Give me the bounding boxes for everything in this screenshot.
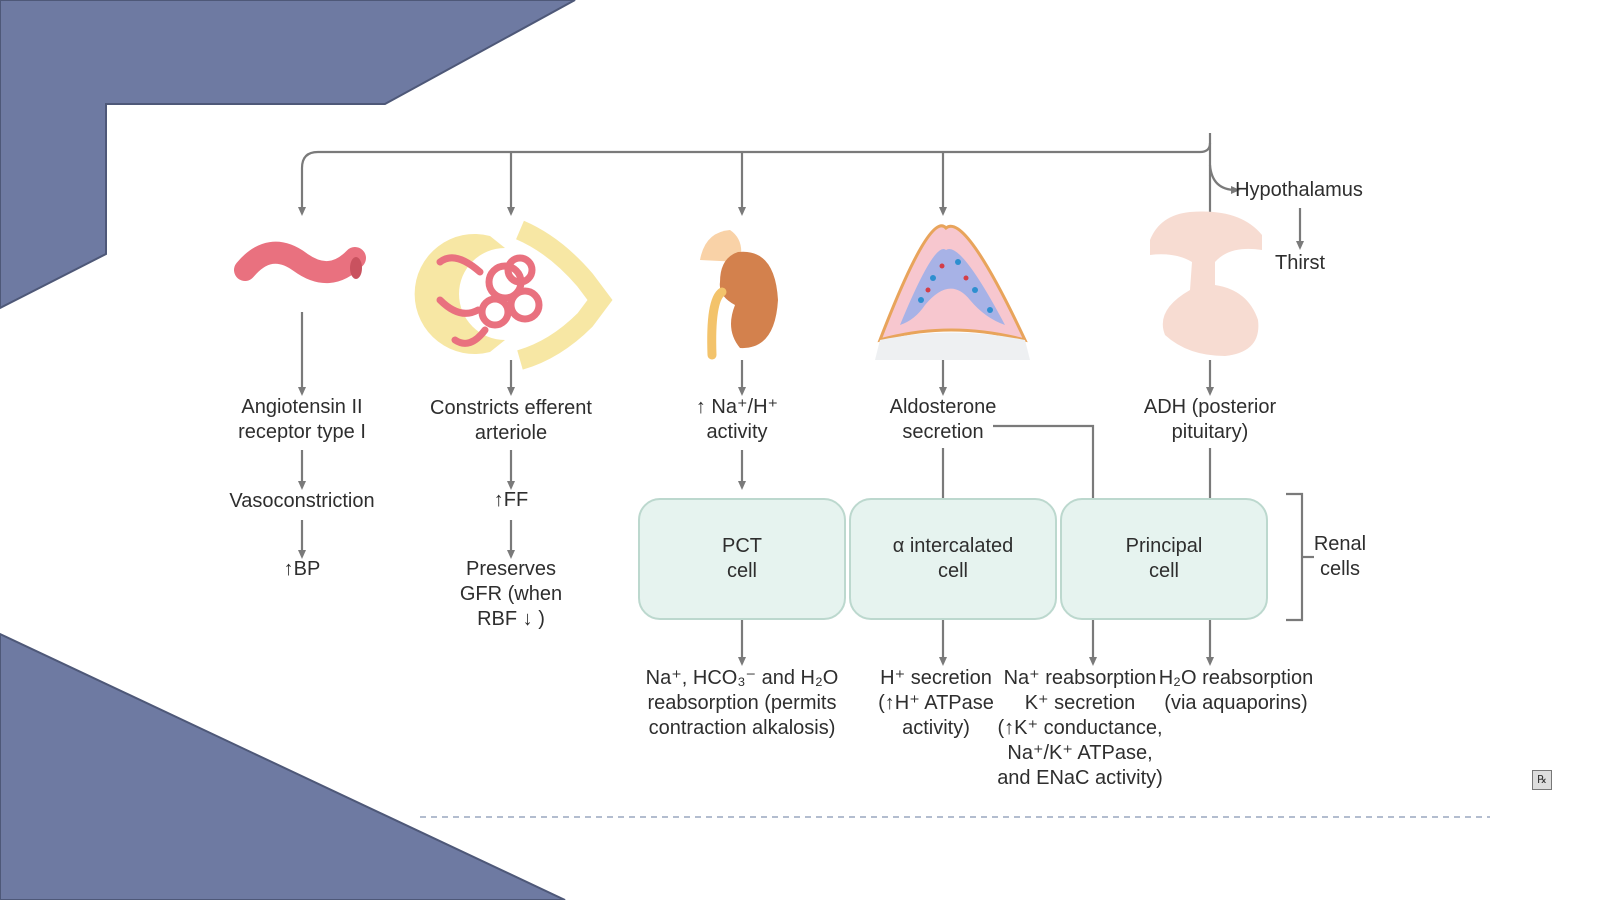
alpha-intercalated-cell-box: α intercalated cell	[849, 498, 1057, 620]
adrenal-cortex-icon	[875, 224, 1030, 360]
vasoconstriction-label: Vasoconstriction	[229, 490, 375, 512]
na-h-activity-label: ↑ Na⁺/H⁺activity	[695, 396, 779, 443]
increased-ff-label: ↑FF	[493, 489, 529, 511]
kidney-adrenal-icon	[700, 230, 778, 360]
thirst-label: Thirst	[1275, 252, 1325, 274]
principal-cell-box: Principal cell	[1060, 498, 1268, 620]
alpha-cell-label-2: cell	[937, 560, 968, 582]
pct-cell-box: PCT cell	[638, 498, 846, 620]
pct-cell-label-2: cell	[726, 560, 757, 582]
pct-cell-label-1: PCT	[722, 535, 762, 557]
principal-cell-label-1: Principal	[1125, 535, 1203, 557]
top-distribution-arrows	[298, 133, 1304, 250]
adh-effect-label: H₂O reabsorption(via aquaporins)	[1158, 667, 1314, 714]
rx-badge-icon: ℞	[1532, 770, 1552, 790]
pituitary-icon	[1150, 211, 1262, 356]
increased-bp-label: ↑BP	[283, 558, 321, 580]
bottom-left-wedge-shape	[0, 632, 566, 900]
principal-cell-label-2: cell	[1148, 560, 1179, 582]
alpha-cell-label-1: α intercalated	[892, 535, 1014, 557]
hypothalamus-label: Hypothalamus	[1235, 179, 1363, 201]
glomerulus-icon	[414, 220, 613, 370]
blood-vessel-icon	[234, 241, 366, 284]
column-arrows	[298, 312, 1314, 666]
top-left-chevron-shape	[0, 0, 576, 310]
